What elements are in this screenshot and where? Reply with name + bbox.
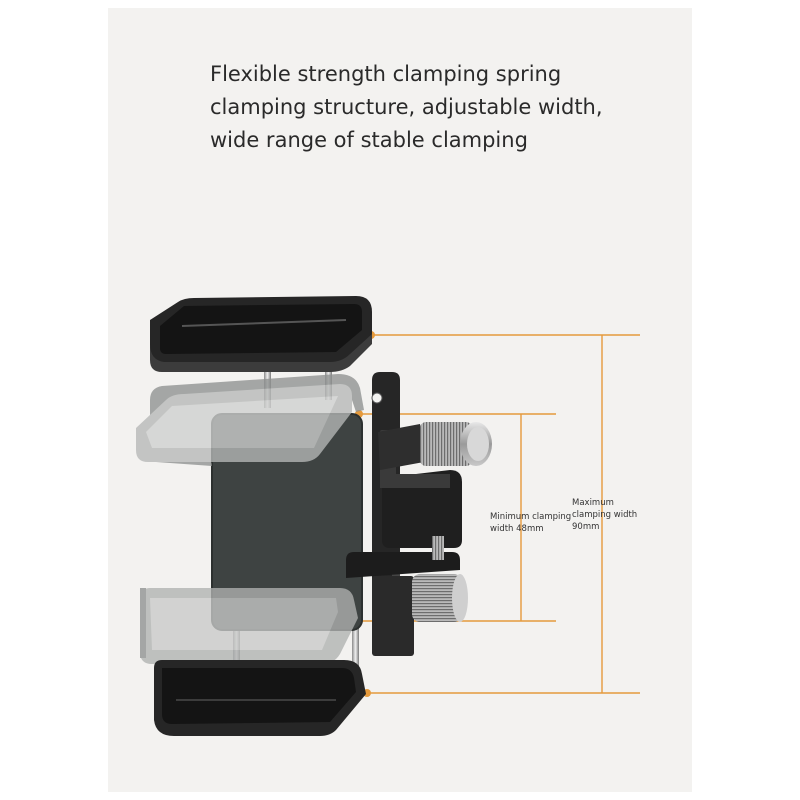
headline-line-2: clamping structure, adjustable width, bbox=[210, 95, 603, 119]
min-clamping-width-label: Minimum clamping width 48mm bbox=[490, 511, 571, 535]
upper-mechanism bbox=[378, 424, 462, 548]
lower-mechanism bbox=[346, 536, 460, 656]
phone-slab bbox=[212, 414, 362, 630]
bottom-jaw bbox=[154, 660, 366, 736]
bottom-jaw-extended bbox=[140, 588, 358, 664]
headline-line-1: Flexible strength clamping spring bbox=[210, 62, 562, 86]
headline-line-3: wide range of stable clamping bbox=[210, 128, 528, 152]
headline: Flexible strength clamping spring clampi… bbox=[210, 58, 603, 157]
min-label-line-2: width 48mm bbox=[490, 524, 544, 534]
min-label-line-1: Minimum clamping bbox=[490, 512, 572, 522]
max-label-line-2: clamping width bbox=[572, 510, 638, 520]
max-label-line-1: Maximum bbox=[572, 498, 614, 508]
top-jaw bbox=[150, 296, 372, 372]
bottom-knob bbox=[412, 574, 468, 622]
top-jaw-extended bbox=[136, 374, 364, 466]
top-knob bbox=[420, 422, 492, 466]
max-clamping-width-label: Maximum clamping width 90mm bbox=[572, 497, 637, 533]
max-label-line-3: 90mm bbox=[572, 522, 600, 532]
